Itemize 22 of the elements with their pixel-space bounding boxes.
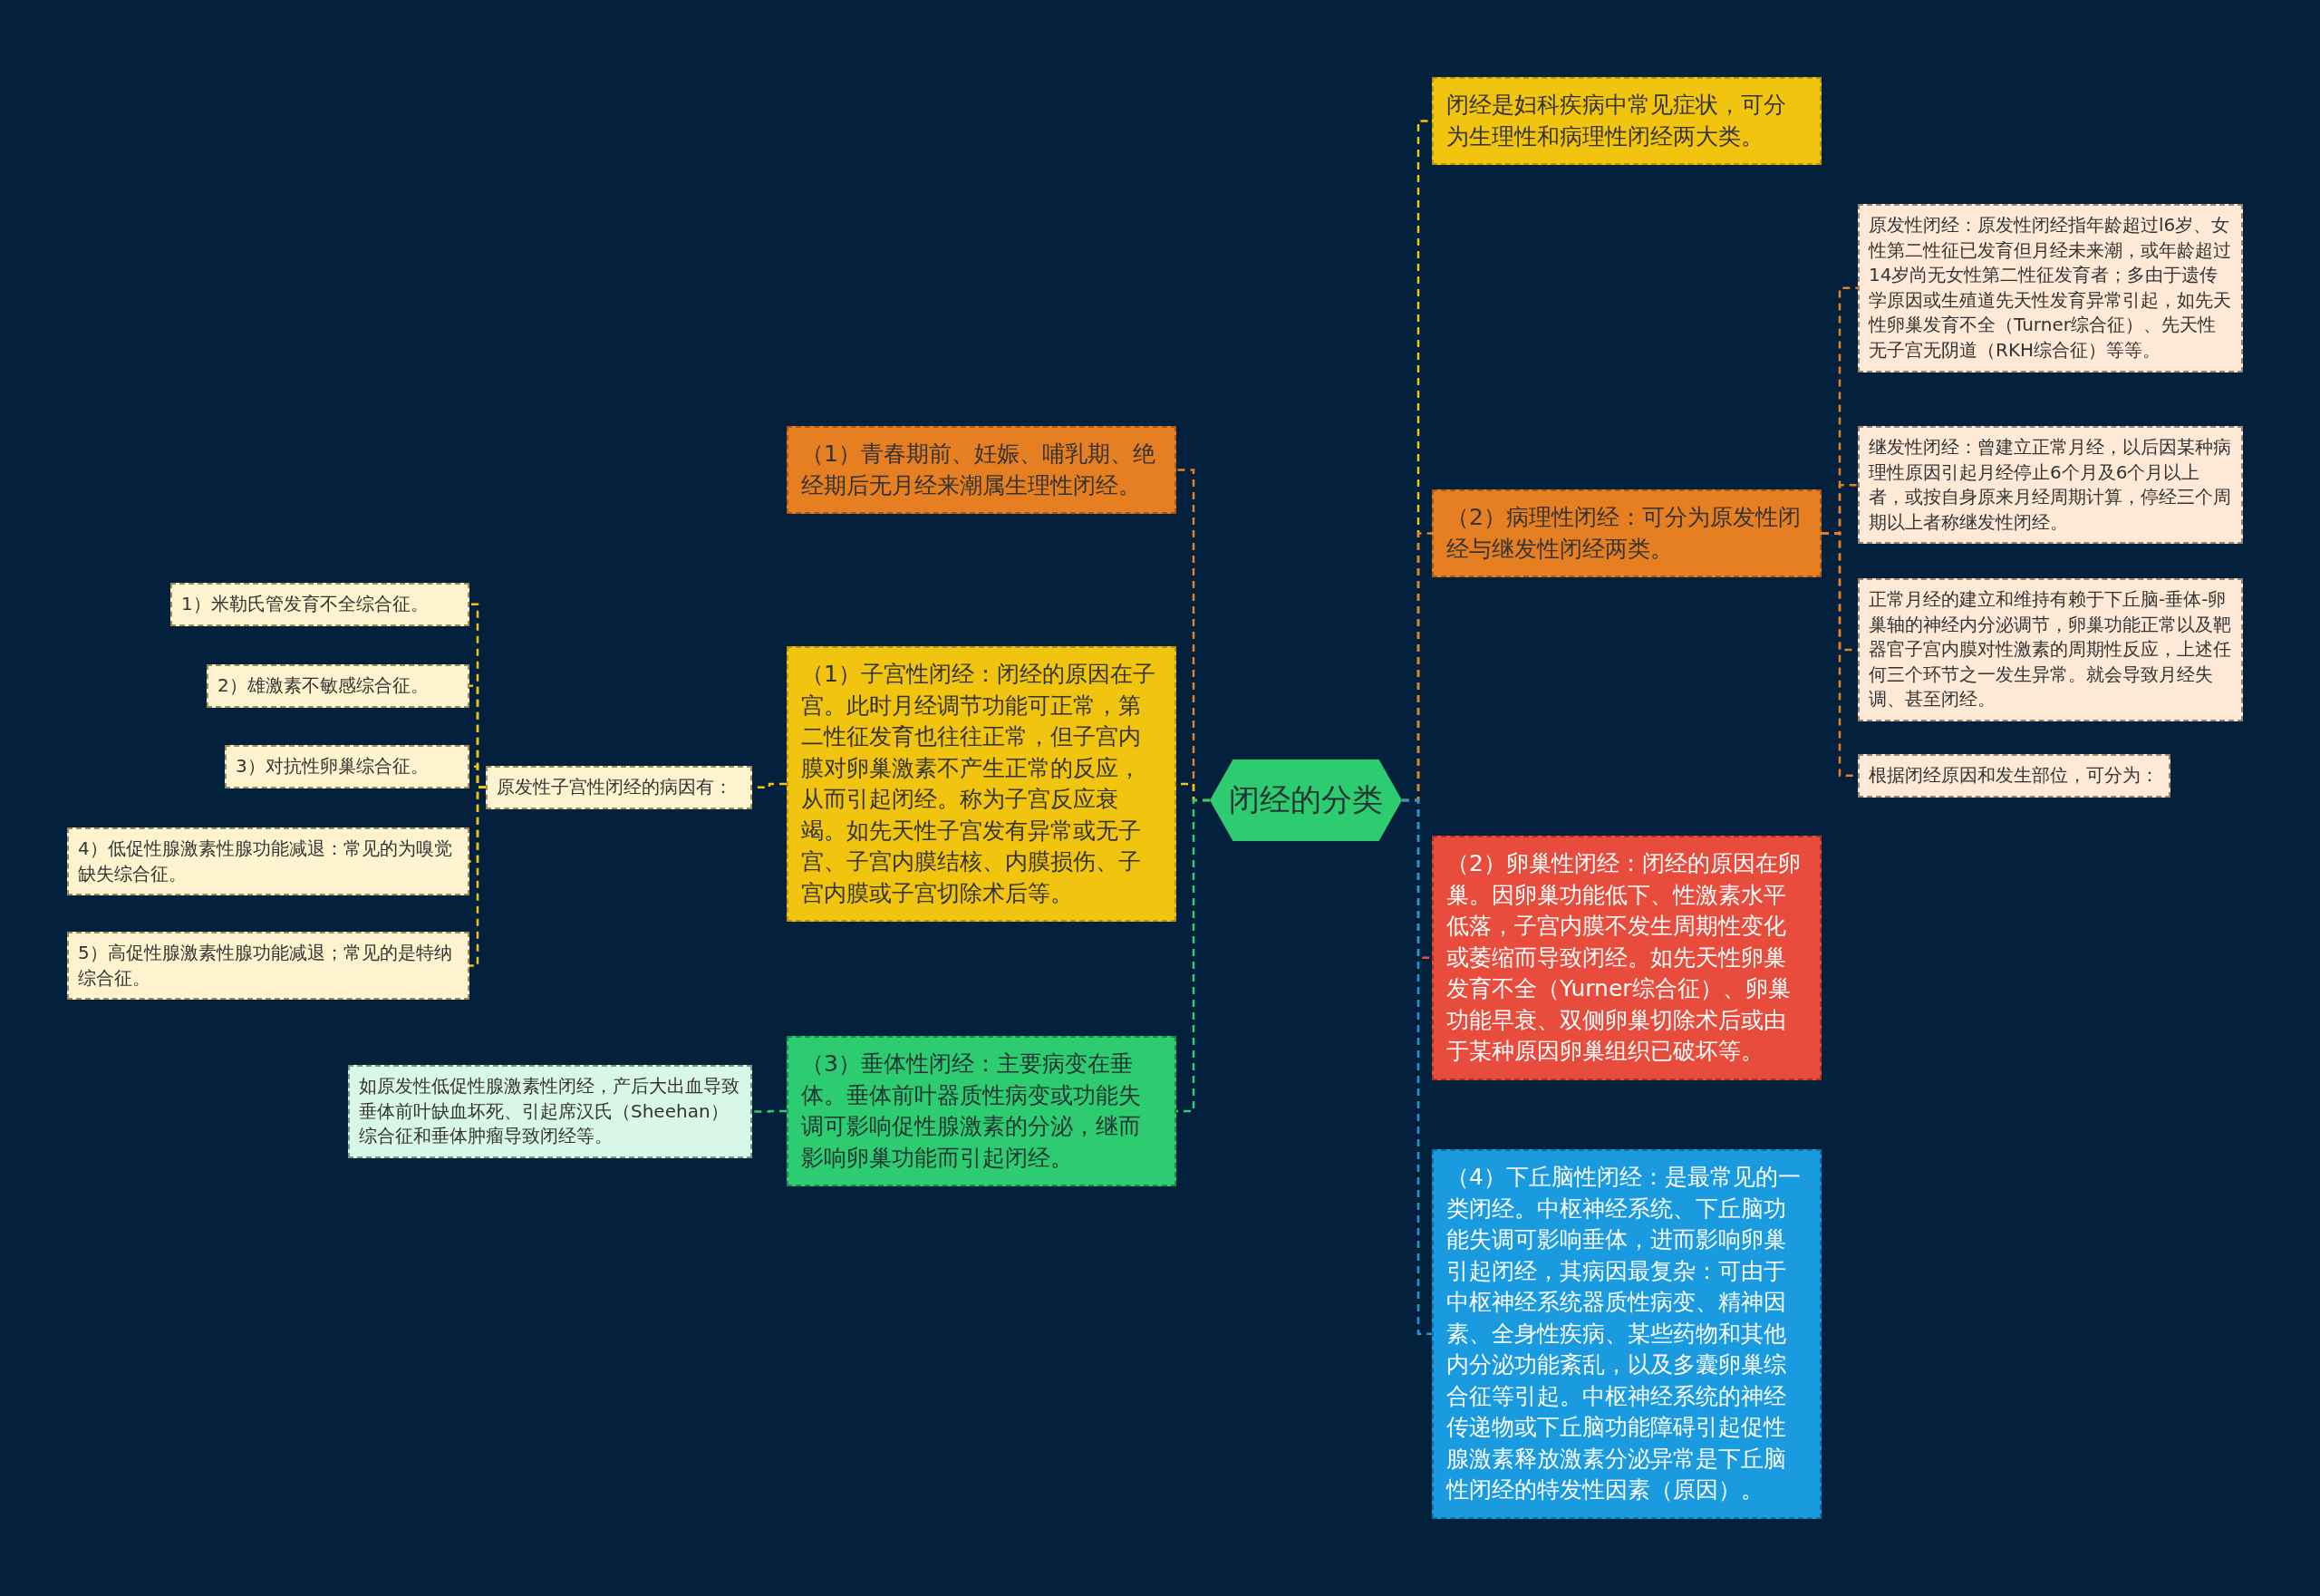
topic-box: 1）米勒氏管发育不全综合征。 bbox=[170, 583, 469, 626]
connector bbox=[1402, 798, 1432, 1335]
connector bbox=[469, 786, 486, 967]
topic-box: （1）子宫性闭经：闭经的原因在子宫。此时月经调节功能可正常，第二性征发育也往往正常，但子宫内膜对卵巢激素不产生正常的反应，从而引起闭经。称为子宫反应衰竭。如先天性子宫发有异常或无子宫、子宫内膜结核、内膜损伤、子宫内膜或子宫切除术后等。 bbox=[787, 646, 1176, 922]
topic-box: （2）病理性闭经：可分为原发性闭经与继发性闭经两类。 bbox=[1432, 489, 1822, 577]
topic-box: （4）下丘脑性闭经：是最常见的一类闭经。中枢神经系统、下丘脑功能失调可影响垂体，进而影响卵巢引起闭经，其病因最复杂：可由于中枢神经系统器质性病变、精神因素、全身性疾病、某些药物和其他内分泌功能紊乱，以及多囊卵巢综合征等引起。中枢神经系统的神经传递物或下丘脑功能障碍引起促性腺激素释放激素分泌异常是下丘脑性闭经的特发性因素（原因）。 bbox=[1432, 1149, 1822, 1519]
topic-box: 2）雄激素不敏感综合征。 bbox=[207, 664, 469, 708]
topic-box: 3）对抗性卵巢综合征。 bbox=[225, 745, 469, 788]
topic-box: 继发性闭经：曾建立正常月经，以后因某种病理性原因引起月经停止6个月及6个月以上者，或按自身原来月经周期计算，停经三个周期以上者称继发性闭经。 bbox=[1858, 426, 2243, 545]
connector bbox=[752, 1109, 787, 1113]
topic-box: （3）垂体性闭经：主要病变在垂体。垂体前叶器质性病变或功能失调可影响促性腺激素的分泌，继而影响卵巢功能而引起闭经。 bbox=[787, 1036, 1176, 1186]
central-topic: 闭经的分类 bbox=[1210, 759, 1402, 841]
topic-box: 根据闭经原因和发生部位，可分为： bbox=[1858, 754, 2170, 798]
topic-box: 原发性闭经：原发性闭经指年龄超过l6岁、女性第二性征已发育但月经未来潮，或年龄超过14岁尚无女性第二性征发育者；多由于遗传学原因或生殖道先天性发育异常引起，如先天性卵巢发育不全（Turner综合征）、先天性无子宫无阴道（RKH综合征）等等。 bbox=[1858, 204, 2243, 372]
topic-box: 正常月经的建立和维持有赖于下丘脑-垂体-卵巢轴的神经内分泌调节，卵巢功能正常以及靶器官子宫内膜对性激素的周期性反应，上述任何三个环节之一发生异常。就会导致月经失调、甚至闭经。 bbox=[1858, 578, 2243, 721]
topic-box: 4）低促性腺激素性腺功能减退：常见的为嗅觉缺失综合征。 bbox=[67, 827, 469, 896]
topic-box: 闭经是妇科疾病中常见症状，可分为生理性和病理性闭经两大类。 bbox=[1432, 77, 1822, 165]
topic-box: 如原发性低促性腺激素性闭经，产后大出血导致垂体前叶缺血坏死、引起席汉氏（Sheehan）综合征和垂体肿瘤导致闭经等。 bbox=[348, 1065, 752, 1158]
topic-box: 原发性子宫性闭经的病因有： bbox=[486, 766, 752, 809]
topic-box: （1）青春期前、妊娠、哺乳期、绝经期后无月经来潮属生理性闭经。 bbox=[787, 426, 1176, 514]
topic-box: （2）卵巢性闭经：闭经的原因在卵巢。因卵巢功能低下、性激素水平低落，子宫内膜不发生周期性变化或萎缩而导致闭经。如先天性卵巢发育不全（Yurner综合征）、卵巢功能早衰、双侧卵巢切除术后或由于某种原因卵巢组织已破坏等。 bbox=[1432, 836, 1822, 1080]
topic-box: 5）高促性腺激素性腺功能减退；常见的是特纳综合征。 bbox=[67, 932, 469, 1001]
